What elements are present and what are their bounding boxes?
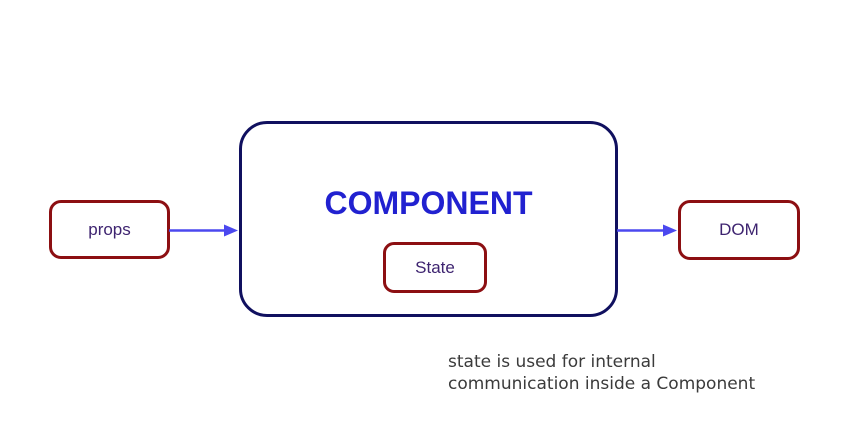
arrow-head [663,224,677,237]
state-node: State [383,242,487,293]
caption-line-1: state is used for internal [448,352,656,372]
props-node-label: props [88,219,131,239]
caption-line-2: communication inside a Component [448,373,756,394]
caption: state is used for internal communication… [448,352,755,395]
arrow-head [224,224,238,237]
component-node: COMPONENT State [239,121,618,317]
dom-node-label: DOM [719,220,759,239]
dom-node: DOM [678,200,800,260]
arrow-right-icon-component-to-dom [617,224,677,237]
props-node: props [49,200,170,259]
component-title: COMPONENT [324,185,533,221]
arrow-right-icon-props-to-component [169,224,238,237]
state-node-label: State [415,257,455,277]
